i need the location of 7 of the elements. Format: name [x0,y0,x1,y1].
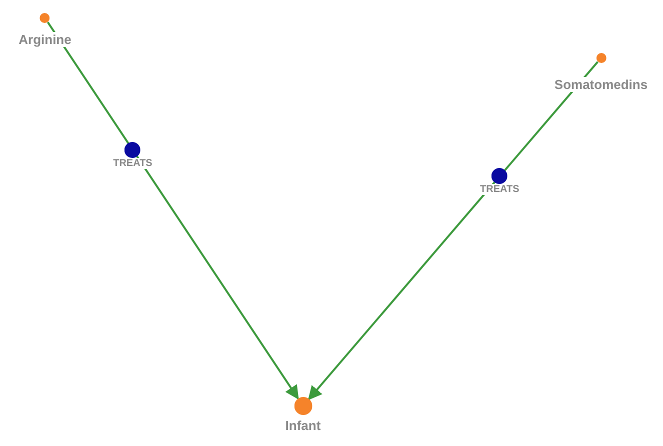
edge-label: TREATS [112,158,154,169]
node-label: Infant [284,418,322,433]
node-label: Arginine [18,32,72,47]
arrow [308,61,598,400]
edge-label: TREATS [479,184,520,196]
arrow [46,22,299,400]
node-label: Somatomedins [553,77,649,92]
